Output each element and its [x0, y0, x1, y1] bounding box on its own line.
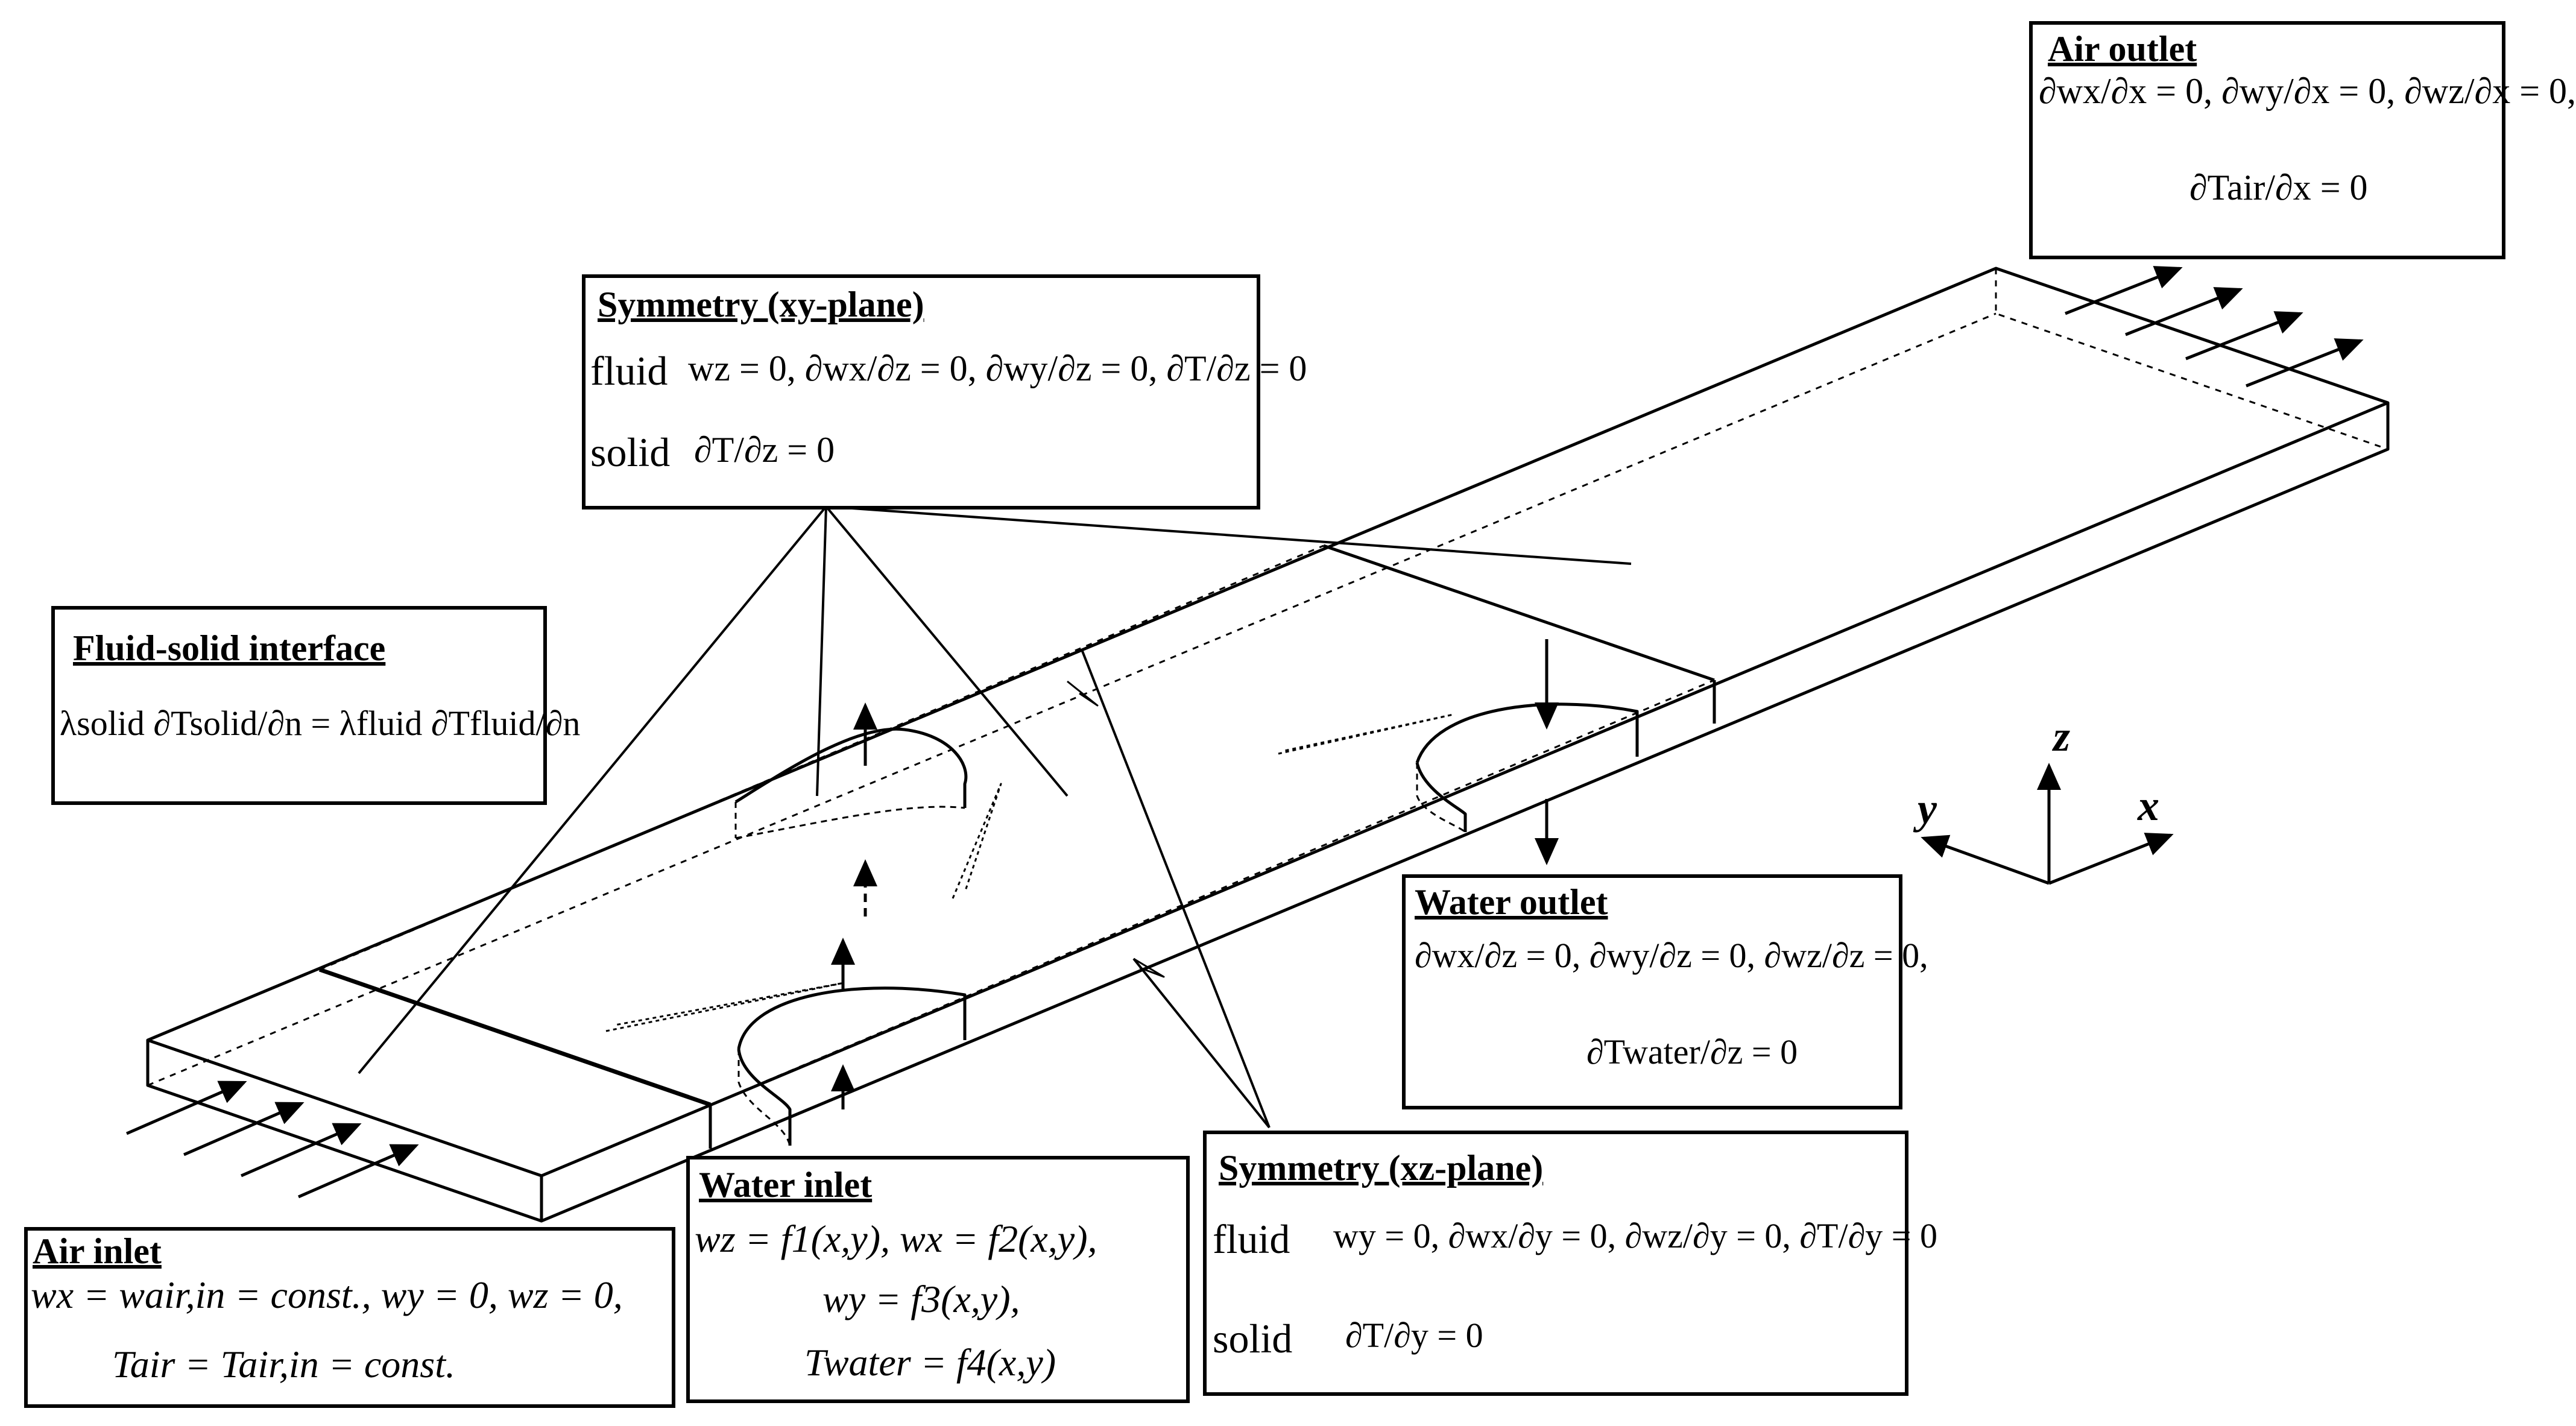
- water-inlet-eq2: wy = f3(x,y),: [822, 1278, 1020, 1320]
- symmetry-xz-box: Symmetry (xz-plane) fluid wy = 0, ∂wx/∂y…: [1203, 1131, 1937, 1396]
- air-outlet-title: Air outlet: [2048, 29, 2197, 69]
- symmetry-xy-box: Symmetry (xy-plane) fluid wz = 0, ∂wx/∂z…: [582, 274, 1307, 510]
- symmetry-xy-title: Symmetry (xy-plane): [598, 285, 924, 324]
- symmetry-xz-solid-label: solid: [1213, 1316, 1293, 1361]
- symmetry-xz-fluid-eq: wy = 0, ∂wx/∂y = 0, ∂wz/∂y = 0, ∂T/∂y = …: [1333, 1216, 1937, 1255]
- water-outlet-pipe: [1415, 702, 1639, 763]
- water-inlet-pipe: [737, 986, 967, 1050]
- symmetry-xz-fluid-label: fluid: [1213, 1216, 1290, 1262]
- air-inlet-eq1: wx = wair,in = const., wy = 0, wz = 0,: [31, 1273, 623, 1316]
- symmetry-xy-solid-label: solid: [590, 429, 671, 475]
- symmetry-xy-fluid-eq: wz = 0, ∂wx/∂z = 0, ∂wy/∂z = 0, ∂T/∂z = …: [688, 349, 1307, 388]
- air-inlet-eq2: Tair = Tair,in = const.: [112, 1343, 455, 1386]
- water-outlet-eq2: ∂Twater/∂z = 0: [1586, 1032, 1798, 1071]
- fluid-solid-eq: λsolid ∂Tsolid/∂n = λfluid ∂Tfluid/∂n: [60, 704, 581, 743]
- air-outlet-eq1: ∂wx/∂x = 0, ∂wy/∂x = 0, ∂wz/∂x = 0,: [2039, 71, 2576, 111]
- water-outlet-box: Water outlet ∂wx/∂z = 0, ∂wy/∂z = 0, ∂wz…: [1402, 874, 1928, 1109]
- slab-side-face: [146, 403, 2390, 1223]
- fluid-solid-title: Fluid-solid interface: [73, 628, 386, 668]
- air-outlet-eq2: ∂Tair/∂x = 0: [2189, 168, 2368, 207]
- fluid-solid-interface-box: Fluid-solid interface λsolid ∂Tsolid/∂n …: [51, 606, 580, 805]
- water-outlet-eq1: ∂wx/∂z = 0, ∂wy/∂z = 0, ∂wz/∂z = 0,: [1415, 936, 1928, 975]
- mid-pipe: [734, 727, 968, 808]
- axes-icon: [1921, 763, 2174, 885]
- section-line-2: [1323, 544, 1715, 682]
- axis-label-z: z: [2053, 712, 2071, 760]
- symmetry-xy-fluid-label: fluid: [590, 348, 668, 394]
- water-inlet-title: Water inlet: [699, 1165, 873, 1205]
- symmetry-xz-solid-eq: ∂T/∂y = 0: [1345, 1316, 1483, 1355]
- geometry-diagram: [126, 266, 2390, 1223]
- water-inlet-box: Water inlet wz = f1(x,y), wx = f2(x,y), …: [686, 1156, 1190, 1403]
- axis-label-x: x: [2138, 781, 2159, 830]
- symmetry-xz-title: Symmetry (xz-plane): [1219, 1148, 1544, 1188]
- symmetry-xy-solid-eq: ∂T/∂z = 0: [694, 430, 835, 470]
- air-inlet-title: Air inlet: [33, 1231, 162, 1271]
- air-inlet-box: Air inlet wx = wair,in = const., wy = 0,…: [24, 1227, 675, 1408]
- water-inlet-eq3: Twater = f4(x,y): [804, 1341, 1056, 1384]
- axis-label-y: y: [1918, 784, 1937, 833]
- water-inlet-eq1: wz = f1(x,y), wx = f2(x,y),: [695, 1217, 1097, 1260]
- section-line-1: [318, 967, 712, 1107]
- water-outlet-title: Water outlet: [1415, 882, 1608, 922]
- air-outlet-box: Air outlet ∂wx/∂x = 0, ∂wy/∂x = 0, ∂wz/∂…: [2029, 21, 2576, 259]
